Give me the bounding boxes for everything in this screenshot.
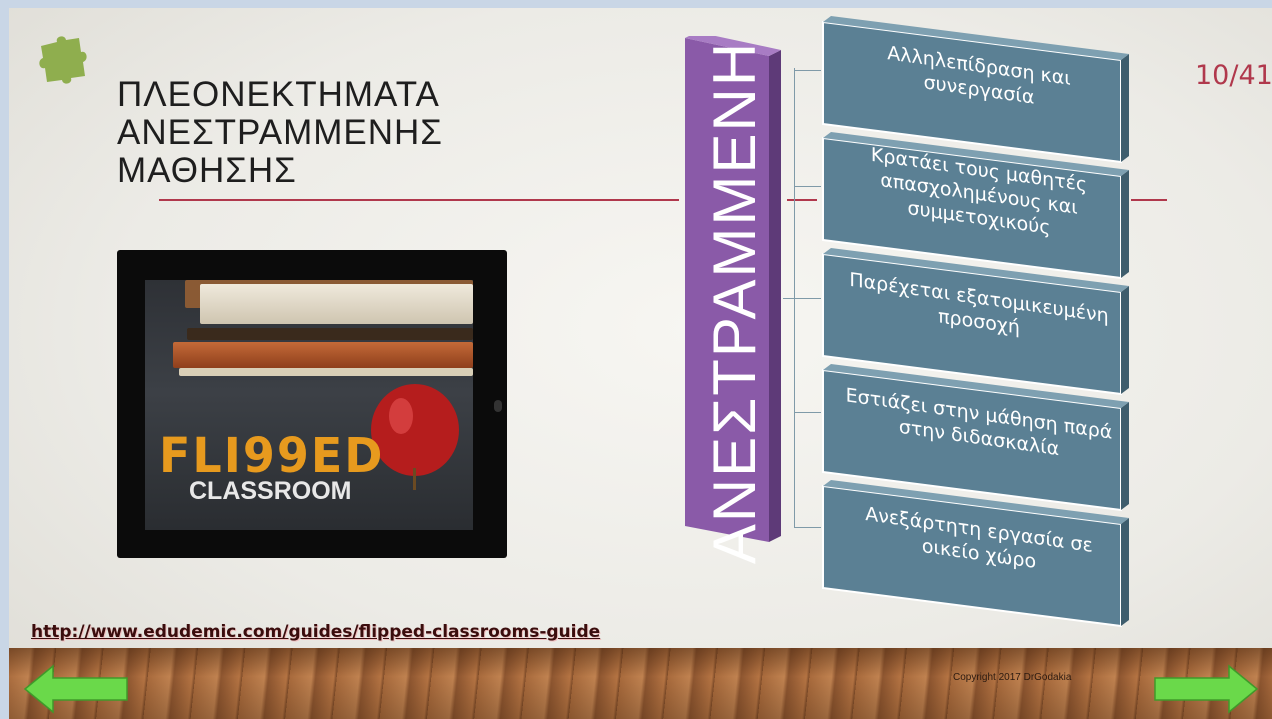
- flipped-text: FLI99ED: [159, 426, 385, 484]
- puzzle-piece-icon: [39, 36, 87, 84]
- title-underline-far-right: [1131, 199, 1167, 201]
- benefit-box: Κρατάει τους μαθητές απασχολημένους και …: [821, 132, 1131, 280]
- wooden-floor: [9, 648, 1272, 719]
- classroom-text: CLASSROOM: [189, 477, 352, 505]
- benefit-box: Εστιάζει στην μάθηση παρά στην διδασκαλί…: [821, 364, 1131, 512]
- title-line: ΠΛΕΟΝΕΚΤΗΜΑΤΑ: [117, 75, 440, 114]
- benefit-box: Ανεξάρτητη εργασία σε οικείο χώρο: [821, 480, 1131, 628]
- slide: ΠΛΕΟΝΕΚΤΗΜΑΤΑ ΑΝΕΣΤΡΑΜΜΕΝΗΣ ΜΑΘΗΣΗΣ 10/4…: [9, 8, 1272, 719]
- page-number: 10/41: [1195, 60, 1272, 91]
- copyright-text: Copyright 2017 DrGodakia: [953, 672, 1072, 683]
- connector-line: [794, 70, 821, 71]
- vertical-label-text: ΑΝΕΣΤΡΑΜΜΕΝΗ: [701, 40, 769, 564]
- title-underline-right: [787, 199, 817, 201]
- title-line: ΑΝΕΣΤΡΑΜΜΕΝΗΣ: [117, 113, 443, 152]
- arrow-left-icon[interactable]: [23, 664, 133, 714]
- vertical-label: ΑΝΕΣΤΡΑΜΜΕΝΗ: [701, 40, 769, 563]
- slide-title: ΠΛΕΟΝΕΚΤΗΜΑΤΑ ΑΝΕΣΤΡΑΜΜΕΝΗΣ ΜΑΘΗΣΗΣ: [117, 76, 537, 190]
- title-line: ΜΑΘΗΣΗΣ: [117, 151, 297, 190]
- tablet-camera: [494, 400, 502, 412]
- connector-line: [794, 412, 821, 413]
- flipped-classroom-image: FLI99ED CLASSROOM: [117, 250, 507, 558]
- connector-line: [783, 298, 821, 299]
- vertical-label-bar: [685, 36, 781, 542]
- source-link[interactable]: http://www.edudemic.com/guides/flipped-c…: [31, 622, 601, 642]
- title-underline-left: [159, 199, 679, 201]
- apple-icon: [371, 384, 459, 490]
- benefit-box: Παρέχεται εξατομικευμένη προσοχή: [821, 248, 1131, 396]
- arrow-right-icon[interactable]: [1149, 664, 1259, 714]
- benefit-box: Αλληλεπίδραση και συνεργασία: [821, 16, 1131, 164]
- floor-shade: [9, 648, 1272, 719]
- connector-line: [794, 527, 821, 528]
- connector-line: [794, 186, 821, 187]
